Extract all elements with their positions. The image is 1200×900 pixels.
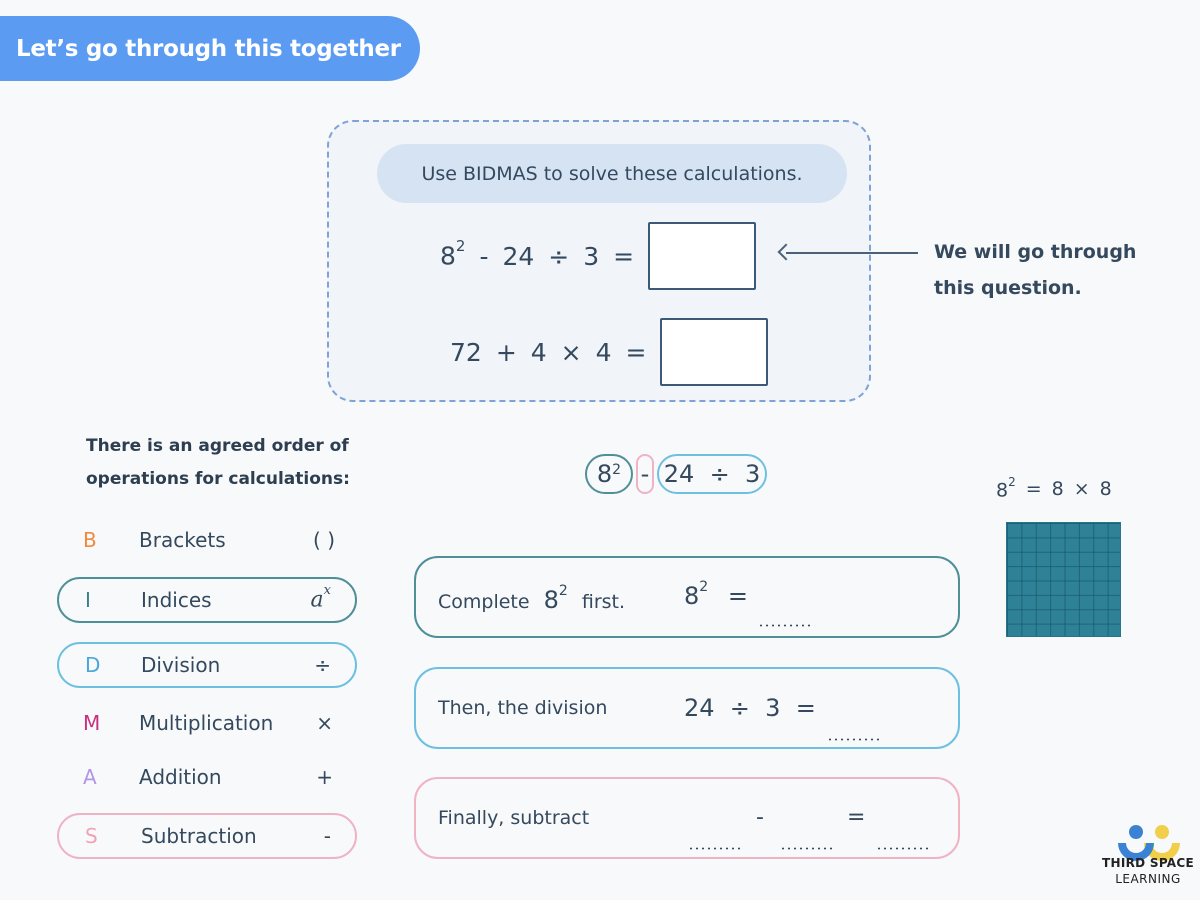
chip-division: 24 ÷ 3 bbox=[657, 454, 767, 494]
bidmas-letter: B bbox=[83, 528, 97, 552]
q2-answer-box[interactable] bbox=[660, 318, 769, 386]
step-1-math: 82 = bbox=[684, 579, 748, 610]
step-3-label: Finally, subtract bbox=[438, 807, 590, 829]
q2-times: × bbox=[560, 337, 582, 367]
multiply-symbol-icon: × bbox=[316, 711, 333, 735]
third-space-learning-logo-icon bbox=[1118, 825, 1180, 861]
intro-text: There is an agreed order of operations f… bbox=[86, 436, 350, 489]
bidmas-letter: A bbox=[83, 765, 97, 789]
bidmas-word: Addition bbox=[139, 765, 222, 789]
q1-answer-box[interactable] bbox=[648, 222, 757, 290]
square-label: 82 = 8 × 8 bbox=[996, 475, 1112, 502]
question-1: 82 - 24 ÷ 3 = bbox=[440, 222, 757, 290]
callout-note: We will go through this question. bbox=[934, 241, 1137, 299]
step-card-indices: Complete 82 first. 82 = bbox=[414, 556, 960, 638]
q1-equals: = bbox=[613, 241, 635, 271]
bidmas-word: Indices bbox=[141, 588, 212, 612]
step-3-blank-3[interactable] bbox=[876, 847, 930, 850]
logo-text-line-1: THIRD SPACE bbox=[1102, 856, 1194, 870]
bidmas-row-indices: I Indices ax bbox=[57, 577, 357, 623]
q2-equals: = bbox=[625, 337, 647, 367]
instruction-banner: Use BIDMAS to solve these calculations. bbox=[377, 144, 847, 203]
step-3-blank-1[interactable] bbox=[688, 847, 742, 850]
bidmas-word: Brackets bbox=[139, 528, 226, 552]
q2-term-2: 4 bbox=[530, 337, 547, 367]
minus-symbol-icon: - bbox=[323, 824, 331, 848]
bidmas-letter: M bbox=[83, 711, 101, 735]
q2-term-3: 4 bbox=[595, 337, 612, 367]
bidmas-letter: I bbox=[85, 588, 91, 612]
step-2-label: Then, the division bbox=[438, 697, 608, 719]
chip-subtraction: - bbox=[636, 454, 654, 494]
q1-term-power: 82 bbox=[440, 237, 466, 271]
plus-symbol-icon: + bbox=[316, 765, 333, 789]
bidmas-letter: D bbox=[85, 653, 101, 677]
q2-term-1: 72 bbox=[450, 337, 482, 367]
bidmas-row-subtraction: S Subtraction - bbox=[57, 813, 357, 859]
bidmas-word: Division bbox=[141, 653, 221, 677]
power-symbol-icon: ax bbox=[310, 583, 331, 613]
divide-symbol-icon: ÷ bbox=[314, 653, 331, 677]
q1-minus: - bbox=[479, 241, 489, 271]
q1-divide: ÷ bbox=[548, 241, 570, 271]
8x8-grid-square bbox=[1006, 522, 1121, 637]
step-3-blank-2[interactable] bbox=[780, 847, 834, 850]
step-card-subtraction: Finally, subtract - = bbox=[414, 777, 960, 859]
step-card-division: Then, the division 24 ÷ 3 = bbox=[414, 667, 960, 749]
instruction-text: Use BIDMAS to solve these calculations. bbox=[421, 162, 803, 185]
step-3-equals: = bbox=[847, 805, 866, 830]
bidmas-word: Subtraction bbox=[141, 824, 257, 848]
brackets-symbol-icon: ( ) bbox=[313, 528, 335, 552]
bidmas-row-multiplication: M Multiplication × bbox=[57, 700, 357, 746]
bidmas-row-addition: A Addition + bbox=[57, 754, 357, 800]
step-3-minus: - bbox=[756, 805, 764, 830]
question-2: 72 + 4 × 4 = bbox=[450, 318, 769, 386]
bidmas-row-brackets: B Brackets ( ) bbox=[57, 517, 357, 563]
q1-divisor: 3 bbox=[583, 241, 600, 271]
step-1-label: Complete 82 first. bbox=[438, 583, 626, 614]
header-banner: Let’s go through this together bbox=[0, 16, 420, 81]
bidmas-word: Multiplication bbox=[139, 711, 274, 735]
q1-dividend: 24 bbox=[502, 241, 535, 271]
bidmas-row-division: D Division ÷ bbox=[57, 642, 357, 688]
bidmas-letter: S bbox=[85, 824, 98, 848]
arrow-left-icon bbox=[786, 252, 918, 254]
header-title: Let’s go through this together bbox=[16, 35, 401, 62]
q2-plus: + bbox=[495, 337, 517, 367]
logo-text-line-2: LEARNING bbox=[1115, 872, 1181, 886]
step-2-answer-blank[interactable] bbox=[827, 738, 881, 741]
step-2-math: 24 ÷ 3 = bbox=[684, 694, 816, 722]
step-1-answer-blank[interactable] bbox=[758, 624, 812, 627]
